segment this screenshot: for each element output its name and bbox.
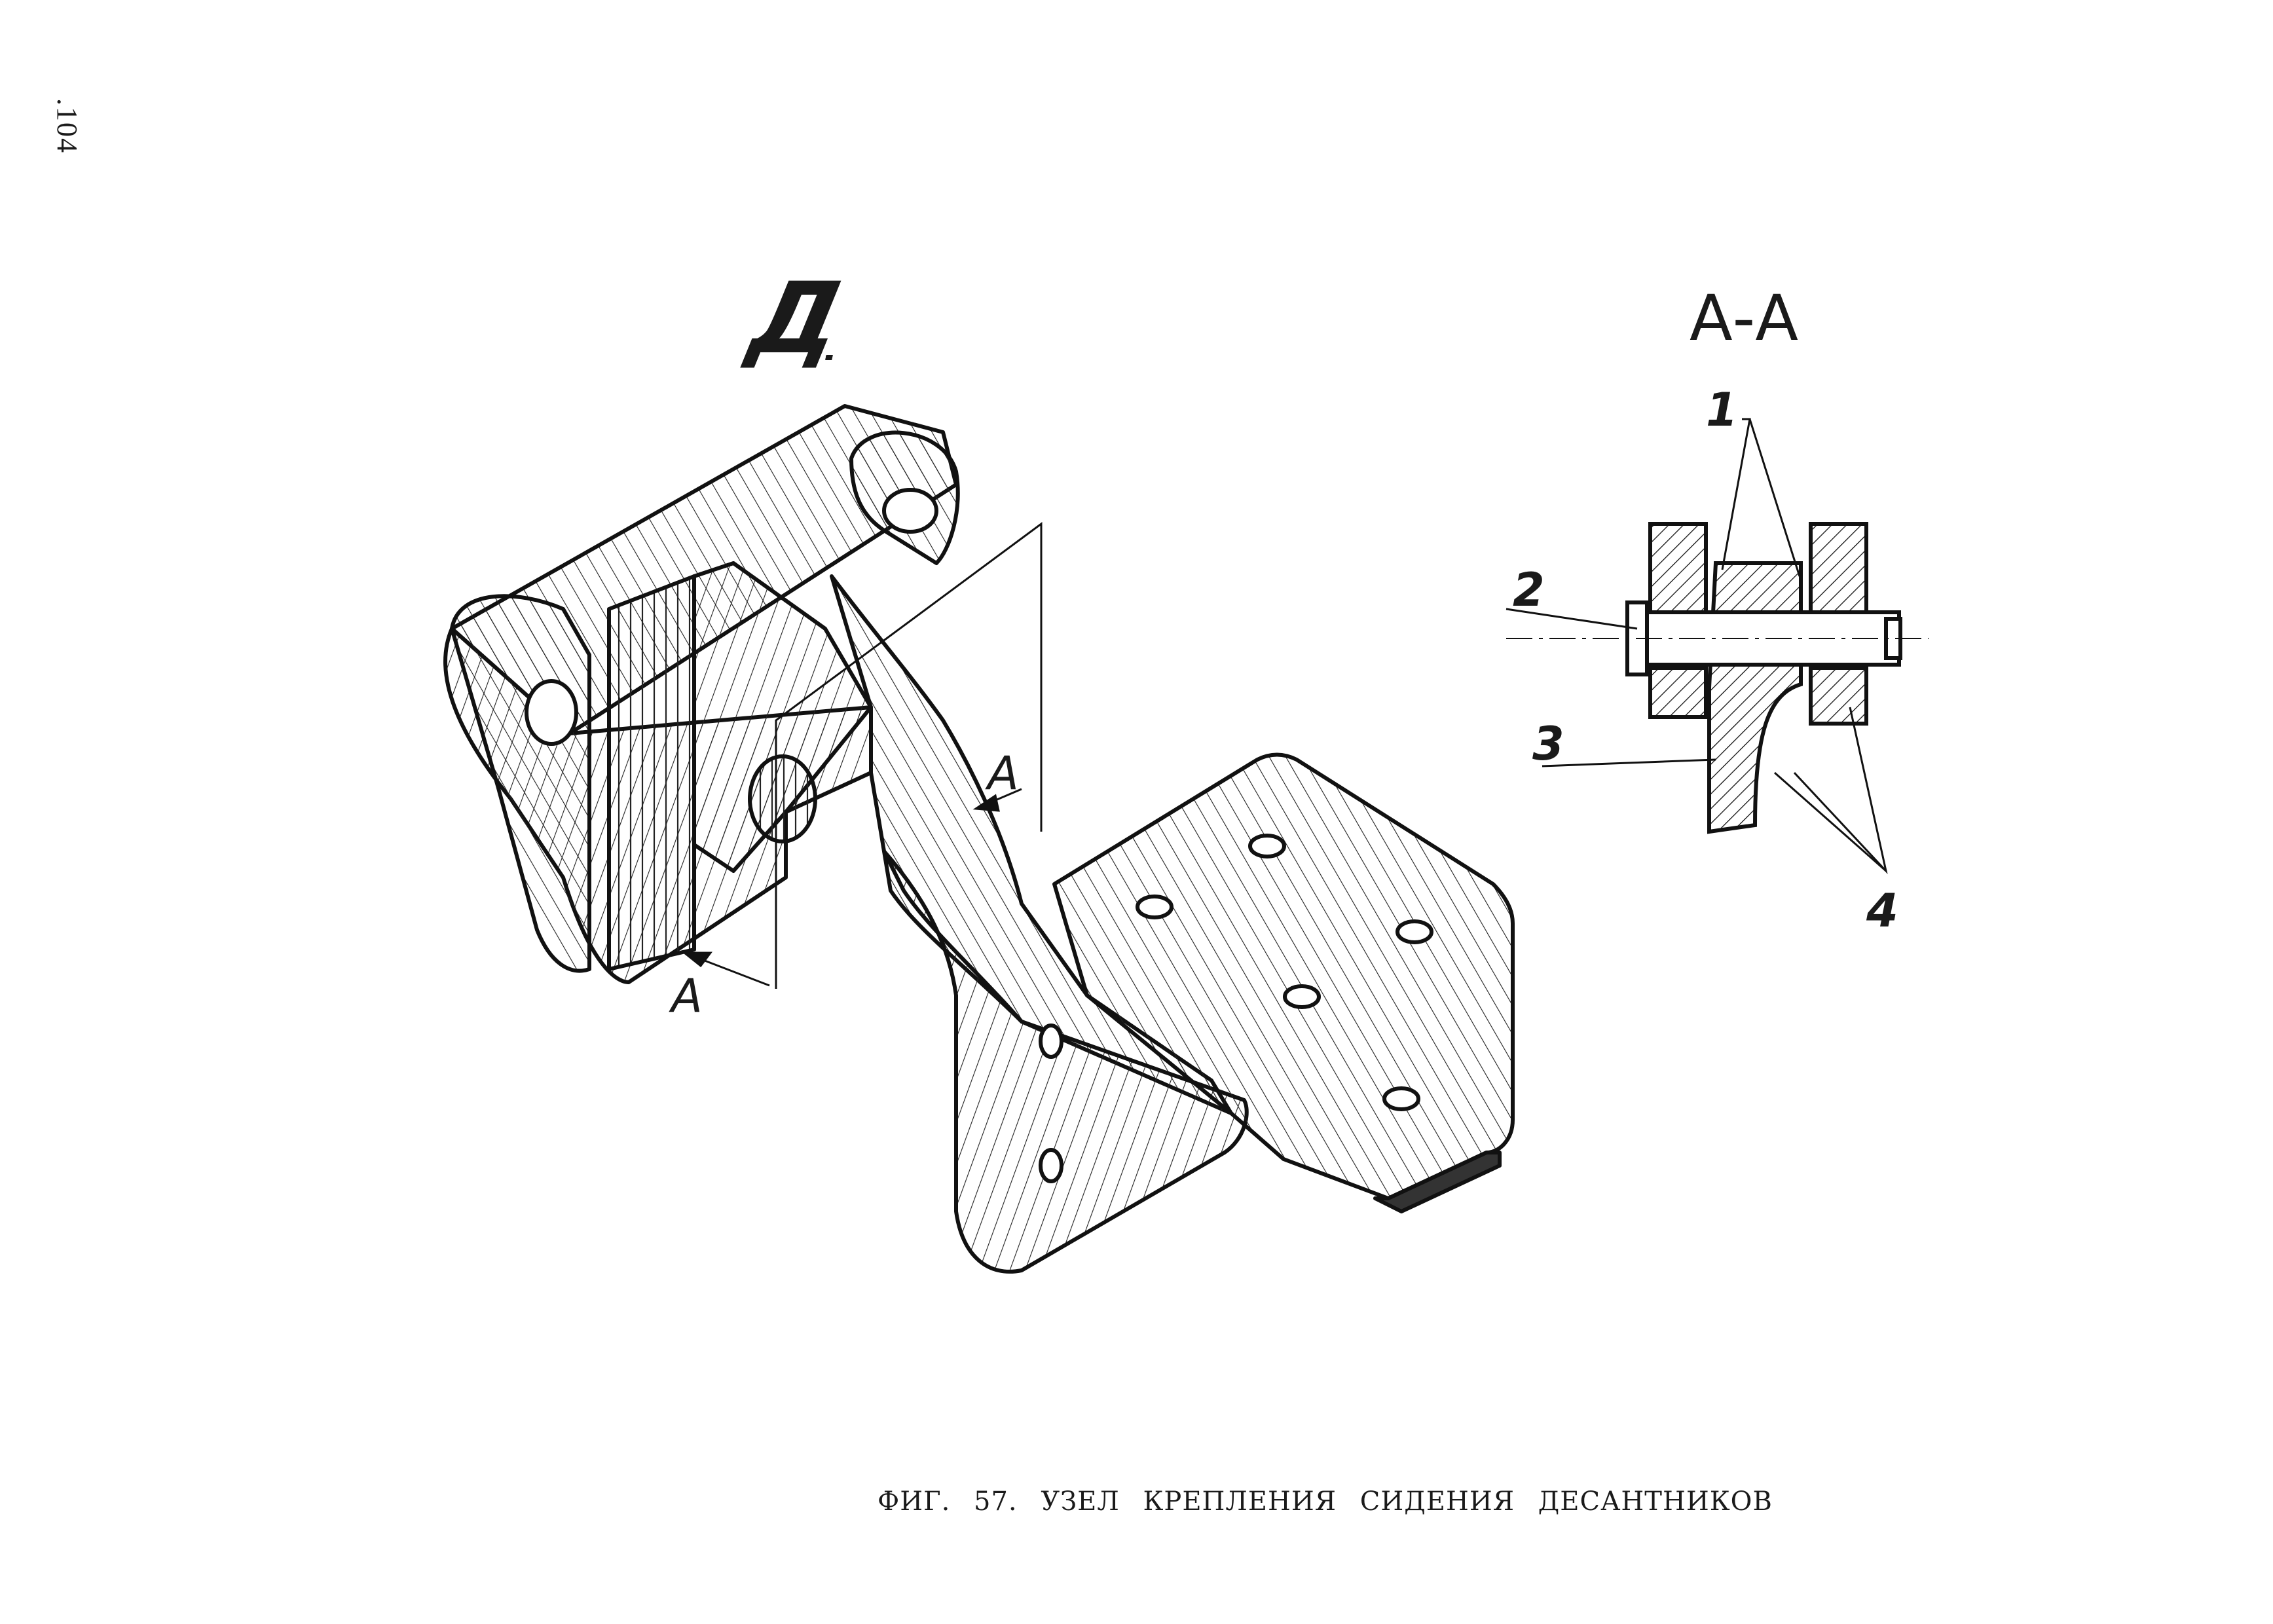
seat-arm bbox=[830, 574, 1233, 1115]
plate-hole-2 bbox=[1136, 895, 1173, 919]
section-mark-upper: А bbox=[988, 747, 1019, 800]
section-view bbox=[1625, 522, 1902, 834]
center-rib bbox=[607, 574, 696, 971]
callout-4: 4 bbox=[1866, 884, 1898, 938]
leader-lines bbox=[1506, 418, 1888, 875]
bracket-assembly bbox=[443, 404, 1515, 1274]
section-right-wall bbox=[1809, 522, 1868, 618]
top-eye-hole bbox=[882, 488, 938, 534]
section-lug bbox=[1707, 561, 1803, 834]
vertical-web bbox=[882, 849, 1249, 1274]
callout-3: 3 bbox=[1532, 717, 1564, 771]
seat-plate-edge bbox=[1373, 1151, 1502, 1213]
section-right-washer bbox=[1809, 666, 1868, 726]
web-hole-2 bbox=[1039, 1148, 1063, 1183]
section-view-label: А-А bbox=[1690, 282, 1798, 355]
left-lug bbox=[450, 594, 591, 973]
plate-hole-3 bbox=[1395, 919, 1433, 944]
section-left-wall bbox=[1648, 522, 1708, 618]
pin-hole bbox=[748, 754, 817, 843]
page-number: .104 bbox=[51, 98, 83, 154]
figure-number: ФИГ. 57. bbox=[878, 1486, 1018, 1517]
plate-hole-5 bbox=[1382, 1086, 1420, 1111]
callout-2: 2 bbox=[1513, 563, 1545, 617]
plate-hole-1 bbox=[1248, 834, 1286, 858]
web-hole-1 bbox=[1039, 1024, 1063, 1059]
callout-1: 1 bbox=[1706, 383, 1738, 437]
plate-hole-4 bbox=[1283, 984, 1321, 1009]
inner-lug bbox=[692, 561, 873, 873]
section-left-washer bbox=[1648, 666, 1708, 719]
section-mark-lower: А bbox=[671, 969, 703, 1023]
holes bbox=[525, 488, 1433, 1183]
figure-title: УЗЕЛ КРЕПЛЕНИЯ СИДЕНИЯ ДЕСАНТНИКОВ bbox=[1041, 1486, 1773, 1517]
section-cut-lines bbox=[681, 522, 1043, 989]
left-lug-hole bbox=[525, 679, 578, 746]
figure-caption: ФИГ. 57. УЗЕЛ КРЕПЛЕНИЯ СИДЕНИЯ ДЕСАНТНИ… bbox=[878, 1486, 1773, 1517]
